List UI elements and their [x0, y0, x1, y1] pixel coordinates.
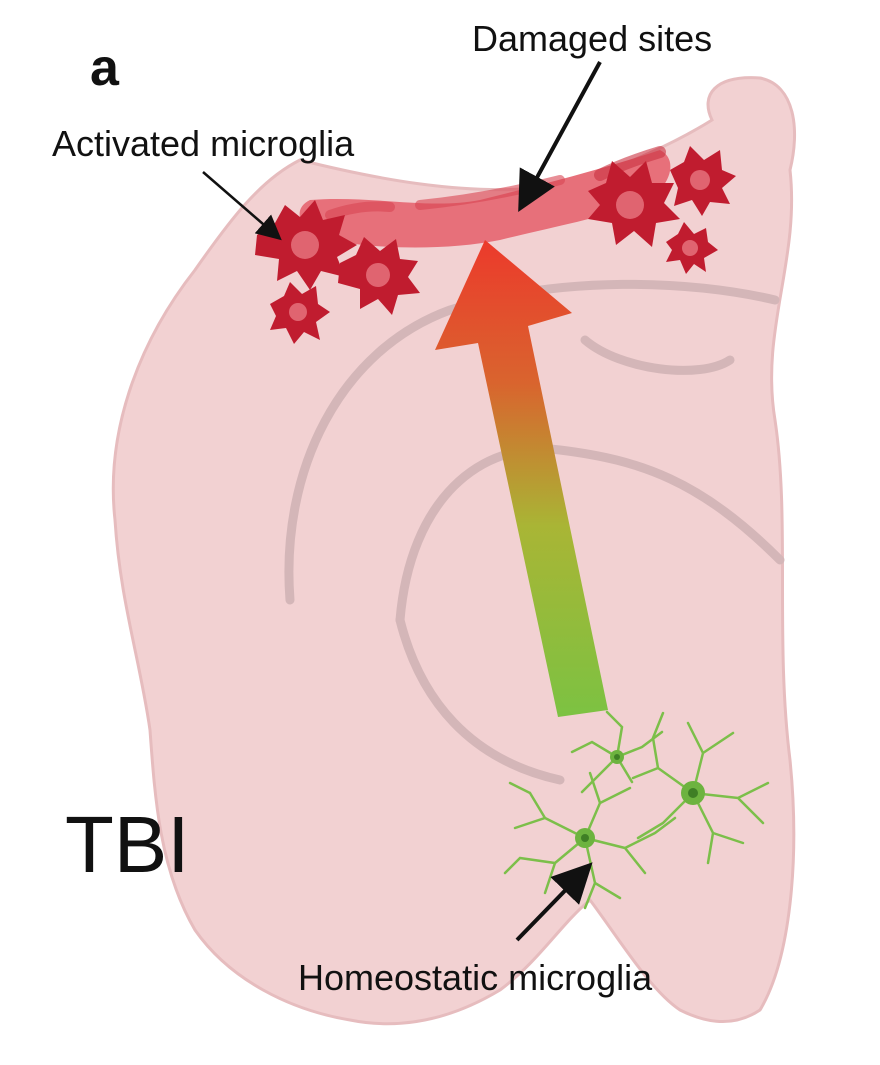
activated-microglia-icon — [255, 146, 736, 344]
homeostatic-microglia-pointer — [515, 862, 593, 942]
brain-structure-lines — [284, 279, 785, 785]
activated-microglia-label: Activated microglia — [52, 123, 355, 164]
activated-microglia-pointer — [202, 171, 282, 241]
migration-arrow-icon — [435, 240, 608, 717]
homeostatic-microglia-label: Homeostatic microglia — [298, 957, 653, 998]
condition-label: TBI — [65, 800, 189, 889]
homeostatic-microglia-icon — [503, 710, 770, 910]
damaged-sites-label: Damaged sites — [472, 18, 712, 59]
damaged-sites-pointer — [518, 61, 602, 213]
panel-letter: a — [90, 39, 120, 97]
